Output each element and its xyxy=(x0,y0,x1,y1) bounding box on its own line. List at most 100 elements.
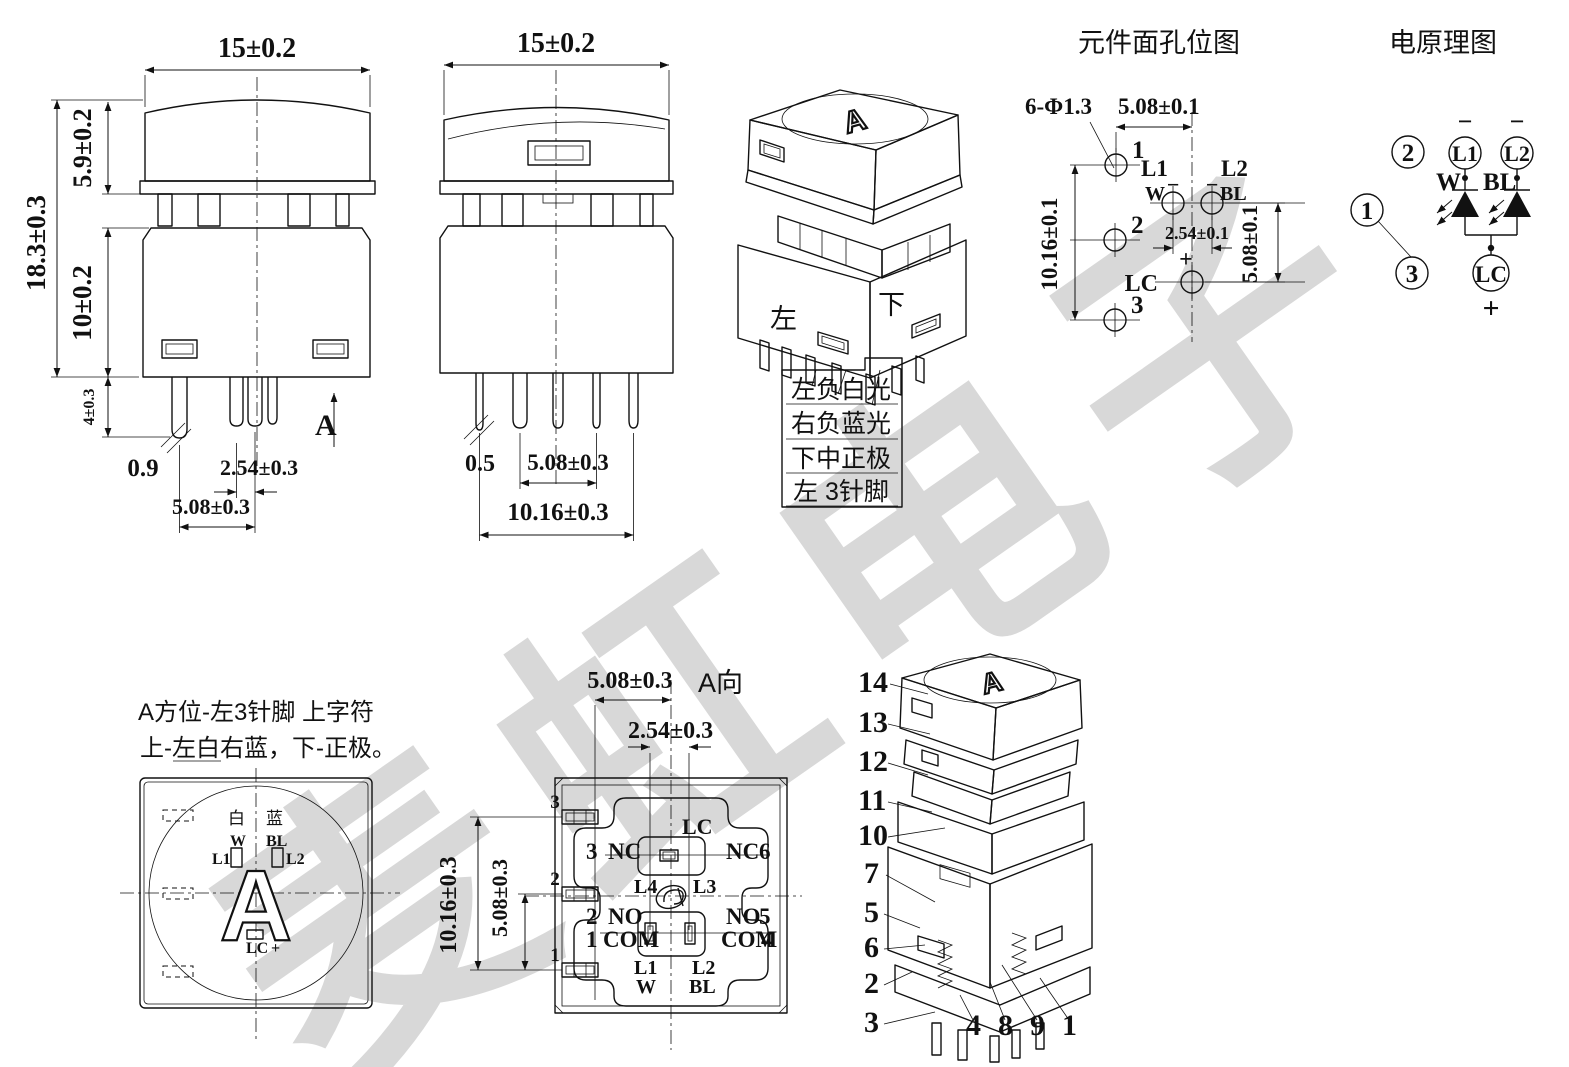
pin2-circled: 2 xyxy=(1402,140,1415,167)
schematic-title: 电原理图 xyxy=(1389,28,1497,58)
l2-label: L2 xyxy=(692,957,715,979)
side-view: 15±0.2 0.5 5.08±0.3 10.16±0.3 xyxy=(439,28,674,541)
hole-3-label: 3 xyxy=(1131,292,1144,319)
hole-2-label: 2 xyxy=(1131,212,1144,239)
bl-label: BL xyxy=(689,976,716,998)
button-face-view: A方位-左3针脚 上字符 上-左白右蓝，下-正极。 A 白 蓝 W BL L1 … xyxy=(120,699,400,1040)
right-pin6-no: 6 xyxy=(759,839,771,864)
exploded-view: A 14 13 12 11 10 7 5 6 2 3 4 8 9 1 xyxy=(858,653,1093,1063)
lc-circled: LC xyxy=(1475,262,1507,287)
lc-label: LC xyxy=(246,940,268,957)
dim-pin-width: 0.5 xyxy=(465,451,495,477)
exploded-cap-letter: A xyxy=(978,665,1005,700)
left-pin3-label: NC xyxy=(608,839,641,864)
l1-label: L1 xyxy=(1141,156,1168,181)
caption2-prefix: 上- xyxy=(140,735,172,762)
face-cap-letter: A xyxy=(220,850,292,962)
pin1-circled: 1 xyxy=(1361,198,1374,225)
dim-body-height: 10±0.2 xyxy=(67,265,97,341)
iso-face-bottom-label: 下 xyxy=(878,290,905,320)
dim-width: 15±0.2 xyxy=(218,33,296,64)
dim-total-height: 18.3±0.3 xyxy=(21,195,51,291)
side-view-dimensions: 15±0.2 0.5 5.08±0.3 10.16±0.3 xyxy=(443,28,670,541)
callout-9: 9 xyxy=(1030,1009,1045,1042)
plus-lc: + xyxy=(1179,247,1193,273)
left-pin1-no: 1 xyxy=(586,927,598,952)
dim-pitch: 2.54±0.3 xyxy=(628,718,713,744)
dim-pin-span: 10.16±0.3 xyxy=(507,499,608,526)
logo-mark xyxy=(655,884,687,910)
hole-map-dimensions: 6-Φ1.3 5.08±0.1 10.16±0.1 2.54±0.1 5.08±… xyxy=(1025,94,1285,320)
left-pin2-label: NO xyxy=(608,904,643,929)
hole-map-labels: 1 2 3 L1 L2 W BL − − + LC xyxy=(1125,137,1248,319)
right-pin5-no: 5 xyxy=(759,904,771,929)
note-line: 左负白光 xyxy=(791,376,891,404)
iso-note-box: 左负白光 右负蓝光 下中正极 左 3针脚 xyxy=(781,357,903,508)
w-label: W xyxy=(636,976,656,998)
dim-cap-height: 5.9±0.2 xyxy=(68,108,97,187)
pin3-circled: 3 xyxy=(1406,261,1419,288)
minus-l2: − xyxy=(1510,107,1525,136)
callout-6: 6 xyxy=(864,931,879,964)
dim-pin-span: 5.08±0.3 xyxy=(172,494,250,519)
schematic-drawing: 2 1 3 L1 − L2 − W BL xyxy=(1350,107,1534,325)
hole-position-map: 元件面孔位图 6-Φ1.3 5.08±0.1 xyxy=(1025,28,1305,342)
note-line: 左 3针脚 xyxy=(793,478,889,506)
bl-label: BL xyxy=(266,833,287,850)
right-pin4-no: 4 xyxy=(761,927,773,952)
view-label: A向 xyxy=(698,668,743,698)
pad1-label: 1 xyxy=(550,945,560,966)
note-line: 右负蓝光 xyxy=(791,410,891,438)
circuit-schematic: 电原理图 2 1 3 L1 − L2 − W BL xyxy=(1350,28,1534,325)
callout-5: 5 xyxy=(864,896,879,929)
iso-face-left-label: 左 xyxy=(770,304,797,334)
dim-h: 5.08±0.1 xyxy=(1118,94,1200,119)
bl-label: BL xyxy=(1220,183,1247,205)
iso-cap-letter: A xyxy=(840,103,870,141)
l3-label: L3 xyxy=(693,876,716,898)
dim-v: 10.16±0.1 xyxy=(1037,197,1062,290)
caption2-underlined: 左白 xyxy=(172,735,220,762)
left-pin3-no: 3 xyxy=(586,839,598,864)
callout-12: 12 xyxy=(858,745,888,778)
dim-pin-pitch: 2.54±0.3 xyxy=(220,455,298,480)
dim-lc: 5.08±0.1 xyxy=(1237,205,1262,283)
callout-2: 2 xyxy=(864,967,879,1000)
side-view-outline xyxy=(439,70,674,485)
exploded-outline xyxy=(887,653,1093,1063)
exploded-callouts: 14 13 12 11 10 7 5 6 2 3 4 8 9 1 xyxy=(858,666,1077,1042)
callout-4: 4 xyxy=(966,1009,981,1042)
w-label: W xyxy=(230,833,246,850)
white-label: 白 xyxy=(228,809,245,828)
dim-pin-width: 0.9 xyxy=(127,455,158,482)
bottom-view-dimensions: 5.08±0.3 A向 2.54±0.3 10.16±0.3 5.08±0.3 xyxy=(436,668,743,1000)
right-pin4-label: COM xyxy=(721,927,778,952)
plus-lc: + xyxy=(1482,292,1499,325)
dim-v-span: 10.16±0.3 xyxy=(436,856,462,953)
callout-10: 10 xyxy=(858,819,888,852)
callout-1: 1 xyxy=(1062,1009,1077,1042)
pad3-label: 3 xyxy=(550,792,560,813)
isometric-view: A 左 下 左负白光 右负蓝光 下中正极 左 3针脚 xyxy=(737,89,967,508)
l1-label: L1 xyxy=(634,957,657,979)
callout-8: 8 xyxy=(998,1009,1013,1042)
minus-l1: − xyxy=(1458,107,1473,136)
face-caption-line1: A方位-左3针脚 上字符 xyxy=(138,699,374,726)
dim-v-pitch: 5.08±0.3 xyxy=(487,859,512,937)
plus-label: + xyxy=(271,940,280,957)
right-pin5-label: NO xyxy=(726,904,761,929)
left-pin2-no: 2 xyxy=(586,904,598,929)
front-view-outline xyxy=(139,77,376,473)
bottom-view-labels: 3 2 1 3 NC NC 6 2 NO NO 5 1 COM COM 4 LC… xyxy=(550,792,777,998)
view-direction-label: A xyxy=(315,409,337,442)
minus-l1: − xyxy=(1167,172,1180,197)
l1-label: L1 xyxy=(212,851,231,868)
right-pin6-label: NC xyxy=(726,839,759,864)
callout-14: 14 xyxy=(858,666,888,699)
hole-map-title: 元件面孔位图 xyxy=(1078,28,1240,58)
dim-span: 5.08±0.3 xyxy=(587,668,672,694)
front-view: 15±0.2 18.3±0.3 5.9±0.2 10±0.2 4±0.3 0.9… xyxy=(21,33,376,533)
face-drawing xyxy=(120,768,400,1040)
l4-label: L4 xyxy=(634,876,657,898)
